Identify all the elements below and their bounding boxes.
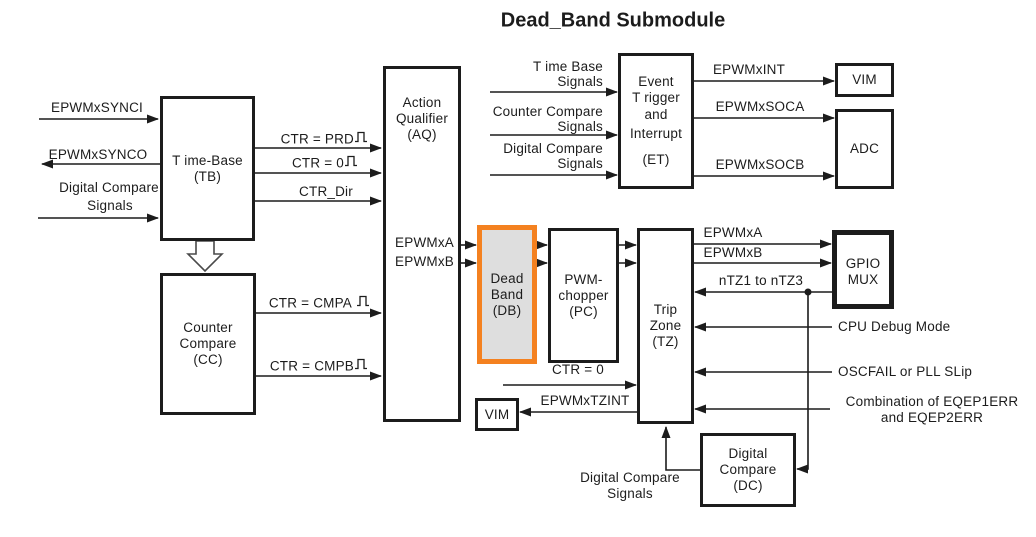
signal-ctr-cmpb: CTR = CMPB: [270, 358, 368, 375]
block-abbr: (ET): [642, 151, 670, 167]
signal-digital-compare-bottom: Digital Compare Signals: [580, 470, 680, 501]
signal-epwmxtzint: EPWMxTZINT: [540, 393, 630, 408]
block-abbr: (DB): [492, 302, 522, 318]
signal-epwmxsoca: EPWMxSOCA: [715, 99, 805, 114]
block-label: chopper: [558, 287, 609, 303]
signal-ntz: nTZ1 to nTZ3: [718, 273, 804, 288]
block-action-qualifier: Action Qualifier (AQ) EPWMxA EPWMxB: [383, 66, 461, 422]
aq-output-epwmxa-label: EPWMxA: [395, 235, 454, 250]
diagram-title: Dead_Band Submodule: [500, 9, 726, 32]
pulse-icon: [355, 358, 367, 370]
signal-digital-compare-signals-et-2: Signals: [557, 156, 603, 171]
block-abbr: (DC): [733, 478, 763, 493]
pulse-icon: [355, 131, 367, 143]
block-label: VIM: [852, 72, 877, 87]
block-abbr: (PC): [569, 303, 598, 319]
block-label: and: [644, 106, 668, 122]
block-label: Trip: [653, 302, 678, 317]
block-label: Interrupt: [629, 126, 683, 142]
block-abbr: (TZ): [652, 334, 679, 349]
block-time-base: T ime-Base (TB): [160, 96, 255, 241]
signal-digital-compare-in-2: Signals: [87, 198, 133, 213]
signal-time-base-signals-2: Signals: [557, 74, 603, 89]
block-counter-compare: Counter Compare (CC): [160, 273, 256, 415]
wire-ntz-to-dc: [796, 292, 809, 474]
signal-epwmxa-out: EPWMxA: [703, 225, 763, 240]
block-dead-band-highlighted: Dead Band (DB): [477, 225, 537, 364]
block-label: Compare: [179, 336, 237, 351]
block-abbr: (AQ): [407, 127, 437, 142]
block-label: Counter: [183, 320, 233, 335]
signal-epwmxsocb: EPWMxSOCB: [715, 157, 805, 172]
block-label: ADC: [849, 141, 880, 156]
block-abbr: (CC): [193, 352, 223, 367]
block-event-trigger: Event T rigger and Interrupt (ET): [618, 53, 694, 189]
signal-eqep-combination: Combination of EQEP1ERR and EQEP2ERR: [845, 394, 1019, 425]
signal-ctr-0-bottom: CTR = 0: [551, 362, 605, 377]
block-pwm-chopper: PWM- chopper (PC): [548, 228, 619, 363]
block-vim-bottom: VIM: [475, 398, 519, 431]
signal-digital-compare-signals-et: Digital Compare: [503, 141, 603, 156]
block-label: T rigger: [632, 90, 680, 106]
signal-epwmxb-out: EPWMxB: [703, 245, 763, 260]
signal-counter-compare-signals: Counter Compare: [492, 104, 603, 119]
block-digital-compare: Digital Compare (DC): [700, 433, 796, 507]
signal-ctr-prd: CTR = PRD: [281, 131, 368, 148]
block-vim-top: VIM: [835, 63, 894, 97]
block-arrow-down-icon: [186, 240, 224, 273]
aq-output-epwmxb-label: EPWMxB: [395, 254, 454, 269]
block-label: Action: [402, 95, 442, 110]
signal-ctr-dir: CTR_Dir: [299, 184, 353, 199]
block-label-group: Action Qualifier (AQ): [386, 95, 458, 143]
block-label: Digital: [728, 446, 768, 461]
block-label: Dead: [490, 270, 524, 286]
block-label: Zone: [649, 318, 682, 333]
signal-digital-compare-in: Digital Compare: [59, 180, 159, 195]
signal-epwmxint: EPWMxINT: [712, 62, 786, 77]
block-trip-zone: Trip Zone (TZ): [637, 228, 694, 424]
signal-oscfail-pll-slip: OSCFAIL or PLL SLip: [838, 364, 973, 379]
block-label: Event: [638, 73, 674, 89]
block-label: T ime-Base: [172, 152, 243, 168]
signal-ctr-cmpa: CTR = CMPA: [269, 295, 370, 312]
pulse-icon: [345, 155, 357, 167]
signal-epwmxsynco: EPWMxSYNCO: [48, 147, 148, 162]
signal-time-base-signals: T ime Base: [532, 59, 603, 74]
block-abbr: (TB): [193, 168, 222, 184]
block-label: Compare: [719, 462, 777, 477]
signal-counter-compare-signals-2: Signals: [557, 119, 603, 134]
block-gpio-mux: GPIO MUX: [832, 230, 894, 309]
block-adc: ADC: [835, 109, 894, 189]
wire-dc-to-tz: [661, 426, 700, 471]
block-label: MUX: [847, 271, 879, 287]
block-label: Band: [490, 286, 524, 302]
signal-cpu-debug-mode: CPU Debug Mode: [838, 319, 951, 334]
block-label: VIM: [484, 406, 510, 422]
block-label: GPIO: [845, 255, 881, 271]
signal-ctr-0: CTR = 0: [292, 155, 358, 172]
block-label: PWM-: [564, 271, 603, 287]
block-label: Qualifier: [395, 111, 449, 126]
signal-epwmxsynci: EPWMxSYNCI: [50, 100, 144, 115]
pulse-icon: [357, 295, 369, 307]
